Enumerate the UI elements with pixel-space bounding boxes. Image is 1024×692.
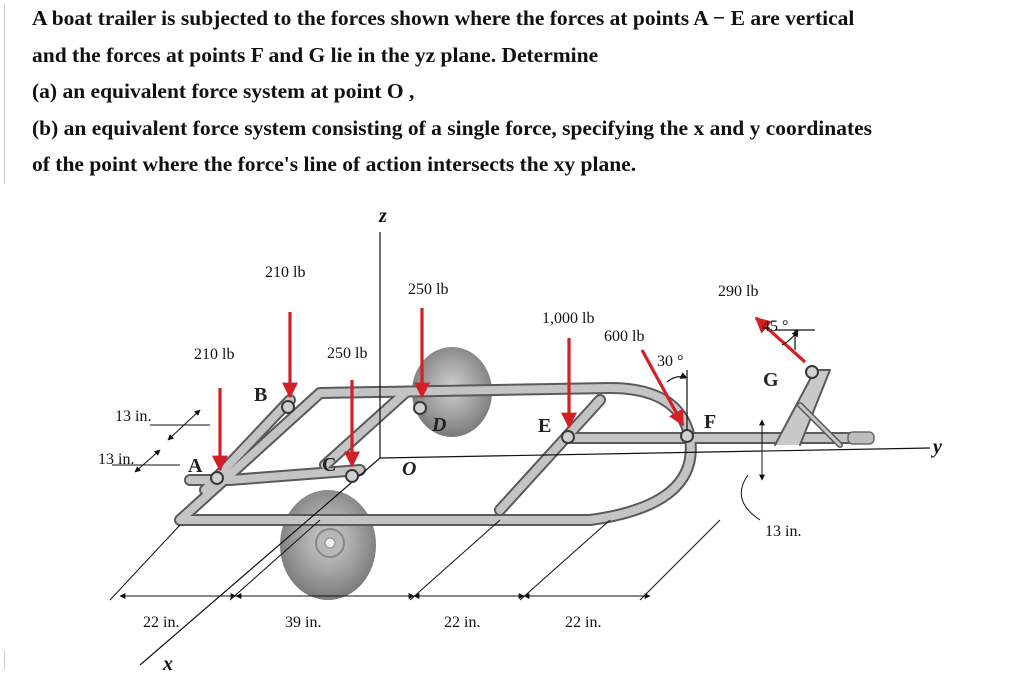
force-arrows <box>212 308 807 472</box>
point-label-g: G <box>763 369 779 391</box>
angle-label-f: 30 ° <box>657 353 683 370</box>
force-arrow-g <box>754 316 807 364</box>
problem-line-4: (b) an equivalent force system consistin… <box>32 115 873 140</box>
page-edge-rule <box>4 4 5 184</box>
force-label-b: 210 lb <box>265 264 305 281</box>
wheel-front <box>280 490 376 600</box>
dimension-label-1: 22 in. <box>143 614 179 631</box>
dimension-label-side-bottom: 13 in. <box>98 451 134 468</box>
force-arrow-f <box>640 349 685 427</box>
dimension-label-4: 22 in. <box>565 614 601 631</box>
point-label-a: A <box>188 455 203 477</box>
page-edge-rule-bottom <box>4 650 5 670</box>
x-axis-line <box>139 457 381 666</box>
force-label-c: 250 lb <box>327 345 367 362</box>
point-label-b: B <box>254 384 267 406</box>
dimension-lines <box>109 409 765 601</box>
point-label-c: C <box>322 454 336 476</box>
problem-line-5: of the point where the force's line of a… <box>32 152 637 176</box>
trailer-frame <box>174 369 875 526</box>
angle-indicators <box>666 329 815 430</box>
dimension-label-side-top: 13 in. <box>115 408 151 425</box>
angle-label-g: 45 ° <box>762 318 788 335</box>
problem-line-2: and the forces at points F and G lie in … <box>32 42 599 67</box>
problem-line-3: (a) an equivalent force system at point … <box>32 79 415 103</box>
point-rings <box>210 365 819 485</box>
dimension-label-2: 39 in. <box>285 614 321 631</box>
point-label-d: D <box>431 414 446 436</box>
dimension-label-3: 22 in. <box>444 614 480 631</box>
point-label-f: F <box>704 411 716 433</box>
x-axis-label: x <box>162 653 173 675</box>
force-label-d: 250 lb <box>408 281 448 298</box>
z-axis-label: z <box>378 205 387 227</box>
force-label-e: 1,000 lb <box>542 310 594 327</box>
point-label-e: E <box>538 415 551 437</box>
coordinate-axes <box>139 232 931 666</box>
force-label-g: 290 lb <box>718 283 758 300</box>
y-axis-line <box>379 447 931 459</box>
dimension-label-right: 13 in. <box>765 523 801 540</box>
y-axis-label: y <box>931 436 942 458</box>
problem-line-1: A boat trailer is subjected to the force… <box>32 6 855 30</box>
problem-statement: A boat trailer is subjected to the force… <box>32 0 1022 183</box>
point-label-o: O <box>402 458 416 480</box>
force-label-a: 210 lb <box>194 346 234 363</box>
force-label-f: 600 lb <box>604 328 644 345</box>
